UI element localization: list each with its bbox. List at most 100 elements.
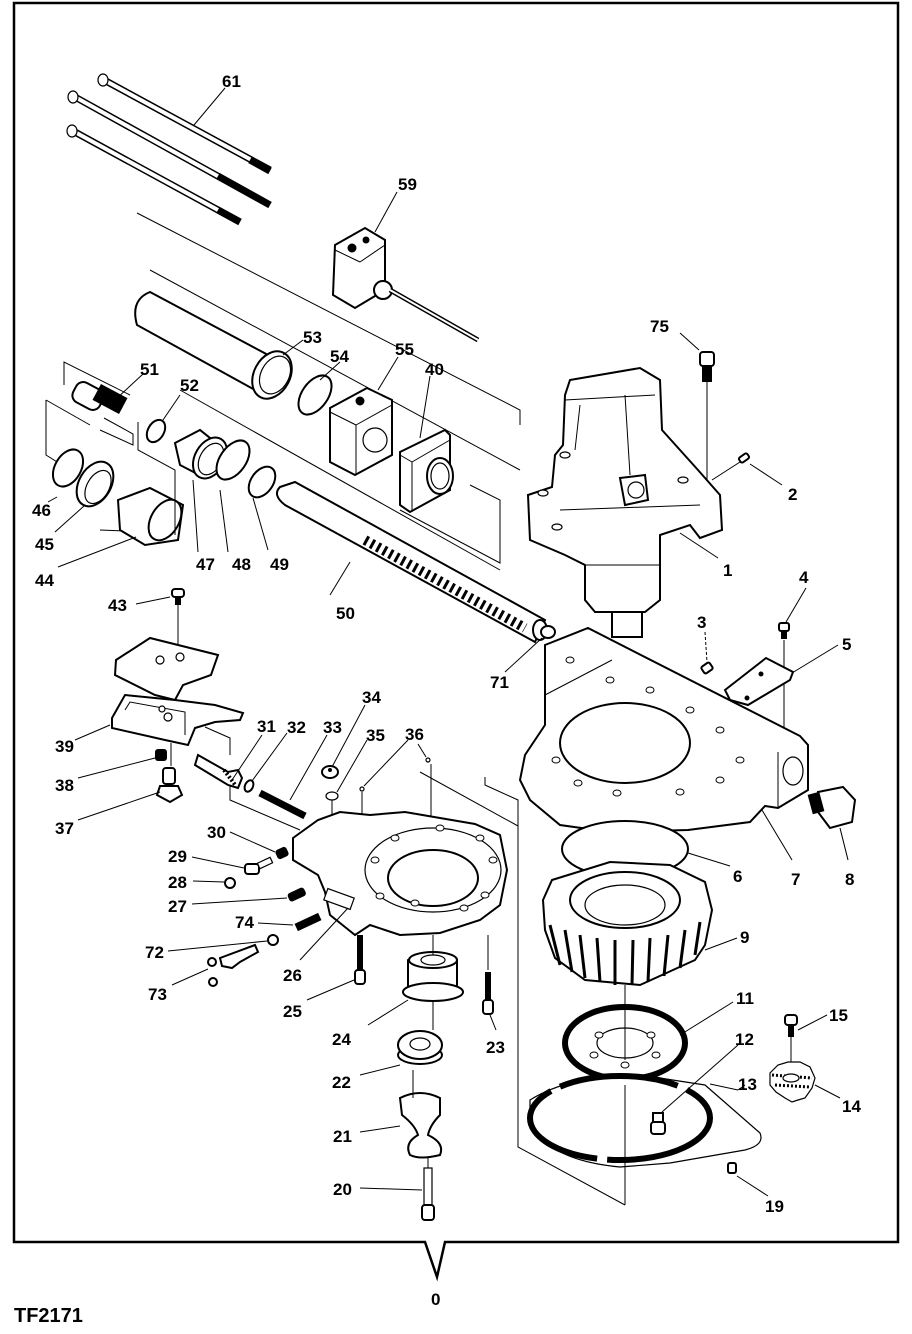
part-55-housing-block	[329, 386, 393, 477]
part-19-plug	[727, 1162, 737, 1174]
callout-1: 1	[723, 561, 732, 580]
callout-35: 35	[366, 726, 385, 745]
part-35-snap-ring	[325, 791, 339, 801]
callout-7: 7	[791, 870, 800, 889]
callout-71: 71	[490, 673, 509, 692]
callout-59: 59	[398, 175, 417, 194]
part-39-wear-pads	[111, 636, 245, 747]
bolt	[97, 73, 272, 175]
bolt	[66, 124, 242, 226]
callout-45: 45	[35, 535, 54, 554]
callout-36: 36	[405, 725, 424, 744]
callout-31: 31	[257, 717, 276, 736]
part-2-grease-fitting	[737, 452, 751, 464]
callout-40: 40	[425, 360, 444, 379]
callout-2: 2	[788, 485, 797, 504]
callout-47: 47	[196, 555, 215, 574]
bolt	[67, 90, 272, 209]
callout-3: 3	[697, 613, 706, 632]
part-28-ball	[224, 877, 236, 889]
part-15-screw	[784, 1014, 798, 1078]
part-50-rack-rod	[275, 480, 548, 644]
part-23-bolt	[482, 972, 494, 1015]
part-46-seal-ring	[51, 448, 85, 488]
part-31-fitting	[193, 753, 244, 790]
part-74-spring	[294, 912, 322, 932]
callout-39: 39	[55, 737, 74, 756]
part-61-long-bolts	[66, 73, 272, 226]
part-30-set-screw	[275, 846, 289, 860]
part-3-fitting	[700, 661, 714, 675]
part-36-plug	[425, 757, 431, 763]
part-40-flange-block	[399, 428, 454, 514]
callout-44: 44	[35, 571, 54, 590]
part-22-washer-disc	[397, 1030, 443, 1065]
part-29-pin	[244, 856, 274, 875]
callout-30: 30	[207, 823, 226, 842]
part-71-plug	[540, 625, 556, 639]
part-9-ring-gear	[541, 860, 714, 987]
callout-73: 73	[148, 985, 167, 1004]
callout-28: 28	[168, 873, 187, 892]
callout-8: 8	[845, 870, 854, 889]
callout-11: 11	[736, 989, 754, 1008]
callout-37: 37	[55, 819, 74, 838]
callout-38: 38	[55, 776, 74, 795]
callout-48: 48	[232, 555, 251, 574]
part-37-plug	[155, 767, 184, 804]
callout-24: 24	[332, 1030, 351, 1049]
callout-26: 26	[283, 966, 302, 985]
callout-9: 9	[740, 928, 749, 947]
callout-52: 52	[180, 376, 199, 395]
callout-5: 5	[842, 635, 851, 654]
part-21-retainer	[398, 1092, 443, 1159]
callout-33: 33	[323, 718, 342, 737]
part-72-nut	[267, 934, 279, 946]
part-43-screw	[171, 588, 185, 650]
callout-25: 25	[283, 1002, 302, 1021]
callout-34: 34	[362, 688, 381, 707]
callout-23: 23	[486, 1038, 505, 1057]
part-36-plug	[359, 786, 365, 792]
callout-20: 20	[333, 1180, 352, 1199]
part-73-fitting-assembly	[207, 943, 260, 987]
callout-6: 6	[733, 867, 742, 886]
callout-32: 32	[287, 718, 306, 737]
callout-53: 53	[303, 328, 322, 347]
part-38-set-screw	[155, 749, 167, 761]
part-25-bolt	[354, 935, 366, 985]
part-1-swing-motor	[526, 366, 724, 638]
callout-75: 75	[650, 317, 669, 336]
part-52-o-ring	[145, 418, 167, 444]
assembly-callout: 0	[431, 1290, 440, 1309]
part-53-cylinder-tube	[134, 290, 293, 400]
callout-21: 21	[333, 1127, 352, 1146]
part-14-pinion-gear	[769, 1061, 816, 1103]
callout-46: 46	[32, 501, 51, 520]
part-8-hex-plug	[807, 785, 857, 830]
callout-12: 12	[735, 1030, 754, 1049]
part-13-bottom-cover	[527, 1073, 762, 1168]
callout-15: 15	[829, 1006, 848, 1025]
part-48-o-ring	[215, 439, 251, 481]
callout-51: 51	[140, 360, 159, 379]
callout-54: 54	[330, 347, 349, 366]
part-33-spring	[258, 789, 307, 820]
callout-14: 14	[842, 1097, 861, 1116]
part-54-o-ring	[297, 374, 333, 416]
callout-43: 43	[108, 596, 127, 615]
part-12-bolt	[650, 1112, 666, 1135]
callout-13: 13	[738, 1075, 757, 1094]
part-26-cylinder-body	[292, 810, 509, 937]
callout-22: 22	[332, 1073, 351, 1092]
callout-50: 50	[336, 604, 355, 623]
part-7-swing-housing	[518, 626, 809, 834]
part-49-seal	[247, 465, 277, 499]
part-59-valve-block	[331, 226, 480, 343]
figure-reference-id: TF2171	[14, 1305, 83, 1327]
part-34-cap	[321, 765, 339, 779]
part-20-bolt	[421, 1167, 435, 1221]
callout-55: 55	[395, 340, 414, 359]
callout-72: 72	[145, 943, 164, 962]
